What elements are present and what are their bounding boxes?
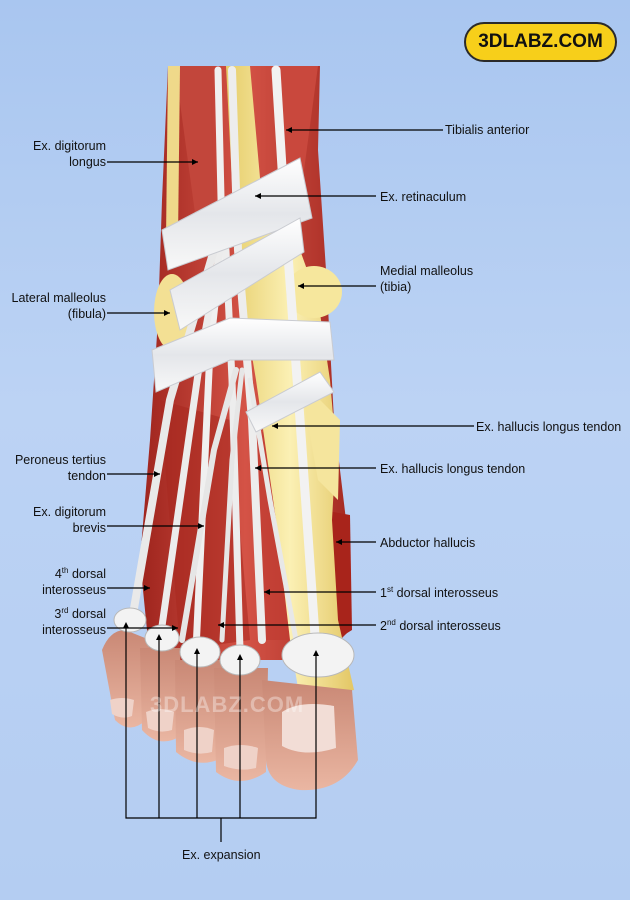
label-ex-retinaculum: Ex. retinaculum <box>380 190 467 204</box>
label-1st-dorsal-interosseus: 1st dorsal interosseus <box>380 585 499 601</box>
label-3rd-dorsal-interosseus: 3rd dorsal interosseus <box>42 606 106 638</box>
label-4th-dorsal-interosseus: 4th dorsal interosseus <box>42 566 106 598</box>
label-ex-expansion: Ex. expansion <box>182 848 261 862</box>
toes-layer <box>102 630 358 791</box>
watermark: 3DLABZ.COM <box>150 692 305 717</box>
leader-arrowheads <box>123 127 342 660</box>
retinaculum-bands <box>151 157 335 433</box>
leader-lines <box>107 129 474 842</box>
label-lateral-malleolus: Lateral malleolus (fibula) <box>11 291 107 321</box>
label-ex-digitorum-longus: Ex. digitorum longus <box>33 139 106 169</box>
label-2nd-dorsal-interosseus: 2nd dorsal interosseus <box>380 618 501 634</box>
label-ex-hallucis-longus-tendon-lower: Ex. hallucis longus tendon <box>380 462 526 476</box>
brand-logo: 3DLABZ.COM <box>464 22 617 62</box>
label-abductor-hallucis: Abductor hallucis <box>380 536 476 550</box>
label-peroneus-tertius-tendon: Peroneus tertius tendon <box>14 453 106 483</box>
label-tibialis-anterior: Tibialis anterior <box>445 123 530 137</box>
label-medial-malleolus: Medial malleolus (tibia) <box>380 264 474 294</box>
label-ex-hallucis-longus-tendon-upper: Ex. hallucis longus tendon <box>476 420 622 434</box>
label-ex-digitorum-brevis: Ex. digitorum brevis <box>33 505 106 535</box>
